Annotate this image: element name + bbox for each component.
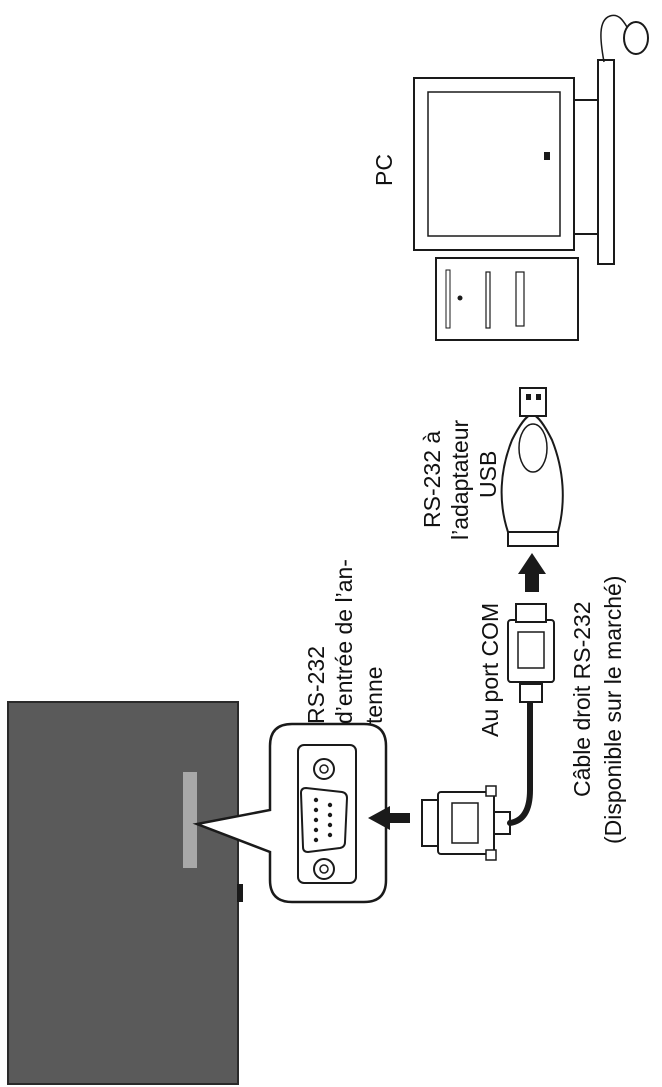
plug-thumbscrew-bottom <box>485 849 497 861</box>
pc-label: PC <box>371 154 397 186</box>
tv-rear-panel-icon <box>7 701 243 1085</box>
port-label-line3: tenne <box>361 666 387 724</box>
adapter-label-line2: l’adaptateur <box>447 419 473 540</box>
pc-monitor <box>413 59 615 265</box>
adapter-window <box>518 423 548 473</box>
com-port-label: Au port COM <box>477 603 503 737</box>
tv-body <box>7 701 239 1085</box>
com-plug-label-recess <box>517 631 545 669</box>
port-label-line2: d’entrée de l’an- <box>331 559 357 724</box>
port-pins <box>313 797 333 843</box>
arrow-up-icon <box>518 553 546 592</box>
adapter-usb-pin-a <box>526 394 531 400</box>
port-screw-top <box>313 758 335 780</box>
adapter-db9-socket <box>507 531 559 547</box>
adapter-label-line3: USB <box>475 451 501 498</box>
cable-label-line2: (Disponible sur le marché) <box>600 576 626 844</box>
port-label-line1: RS-232 <box>303 646 329 724</box>
rs232-cable <box>507 697 533 826</box>
tv-side-button <box>237 884 243 902</box>
db9-plug-com-icon <box>507 603 555 703</box>
db9-serial-port-icon <box>297 744 357 884</box>
db9-plug-icon <box>421 785 511 861</box>
com-plug-strain-relief <box>519 683 543 703</box>
pc-tower <box>435 257 579 341</box>
adapter-label-line1: RS-232 à <box>419 431 445 528</box>
usb-serial-adapter-icon <box>500 387 564 547</box>
tv-port-strip <box>183 772 197 868</box>
mouse-icon <box>600 14 649 63</box>
port-dsub-shell <box>299 786 349 854</box>
port-callout <box>192 722 388 904</box>
cable-label-line1: Câble droit RS-232 <box>569 601 595 797</box>
desktop-pc-icon <box>413 14 649 341</box>
adapter-usb-pin-b <box>536 394 541 400</box>
plug-thumbscrew-top <box>485 785 497 797</box>
com-plug-metal-shell <box>515 603 547 623</box>
adapter-usb-plug <box>519 387 547 417</box>
plug-label-recess <box>451 802 479 844</box>
arrow-icon <box>368 806 410 830</box>
port-screw-bottom <box>313 858 335 880</box>
